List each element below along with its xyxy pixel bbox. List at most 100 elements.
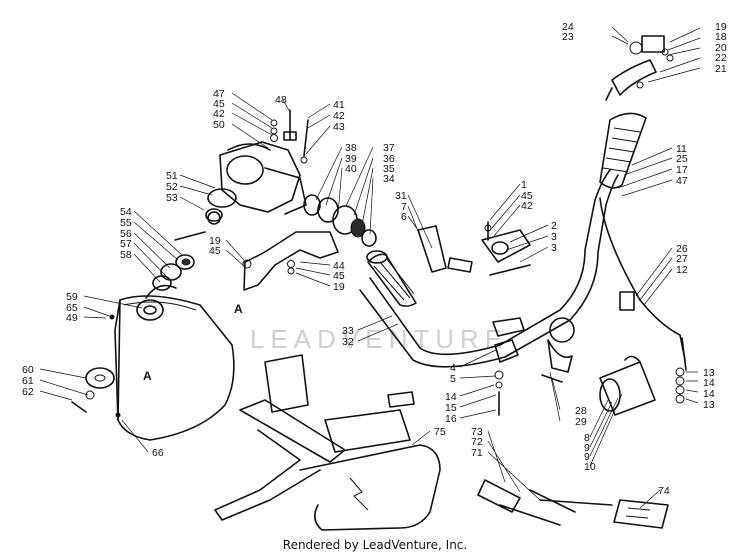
part-label: 24 [562, 21, 574, 33]
part-label: 42 [521, 200, 533, 212]
part-label: 50 [213, 119, 225, 131]
part-label: 47 [676, 175, 688, 187]
footer-credit: Rendered by LeadVenture, Inc. [282, 538, 468, 552]
part-label: 5 [450, 373, 456, 385]
watermark: LEADVENTURE [250, 324, 508, 354]
part-label: 2 [551, 220, 557, 232]
part-label: 29 [575, 416, 587, 428]
clamp-lower [492, 317, 525, 416]
part-label: 28 [575, 405, 587, 417]
part-label: 40 [345, 163, 357, 175]
part-label: 19 [333, 281, 345, 293]
part-label: 45 [521, 190, 533, 202]
part-label: 15 [445, 402, 457, 414]
part-label: 10 [584, 461, 596, 473]
part-label: 1 [521, 179, 527, 191]
part-label: 3 [551, 231, 557, 243]
part-label: 44 [333, 260, 345, 272]
part-label: 47 [213, 88, 225, 100]
part-label: 21 [715, 63, 727, 75]
part-label: 54 [120, 206, 132, 218]
part-label: 43 [333, 121, 345, 133]
part-label: 19 [209, 235, 221, 247]
part-label: 14 [445, 391, 457, 403]
part-label: 27 [676, 253, 688, 265]
part-label: 23 [562, 31, 574, 43]
part-label: 25 [676, 153, 688, 165]
part-label: 14 [703, 377, 715, 389]
part-label: 37 [383, 142, 395, 154]
part-label: 65 [66, 302, 78, 314]
part-label: 48 [275, 94, 287, 106]
part-label: 38 [345, 142, 357, 154]
throttle-grip [599, 35, 674, 189]
part-label: 49 [66, 312, 78, 324]
part-label: 61 [22, 375, 34, 387]
part-label: 12 [676, 264, 688, 276]
part-label: 57 [120, 238, 132, 250]
part-label: 4 [450, 362, 456, 374]
part-label: 59 [66, 291, 78, 303]
part-label: 52 [166, 181, 178, 193]
part-label: 53 [166, 192, 178, 204]
part-label: 18 [715, 31, 727, 43]
part-label: 13 [703, 399, 715, 411]
leader-lines [39, 26, 701, 509]
part-label: 7 [401, 201, 407, 213]
part-label: 19 [715, 21, 727, 33]
part-labels: 24 23 19 18 20 22 21 47 45 42 50 48 41 4… [22, 21, 727, 497]
part-label: 8 [584, 432, 590, 444]
part-label: 42 [213, 108, 225, 120]
tool-kit [477, 479, 669, 529]
part-label: 71 [471, 447, 483, 459]
part-label: 16 [445, 413, 457, 425]
callout-a-upper: A [234, 302, 243, 316]
part-label: 72 [471, 436, 483, 448]
part-label: 55 [120, 217, 132, 229]
housing-fasteners [270, 109, 309, 164]
part-label: 66 [152, 447, 164, 459]
grass-deflector-guard [109, 295, 235, 441]
part-label: 45 [213, 98, 225, 110]
part-label: 9 [584, 442, 590, 454]
part-label: 58 [120, 249, 132, 261]
part-label: 35 [383, 163, 395, 175]
part-label: 73 [471, 426, 483, 438]
part-label: 36 [383, 153, 395, 165]
part-label: 3 [551, 242, 557, 254]
part-label: 45 [209, 245, 221, 257]
part-label: 14 [703, 388, 715, 400]
part-label: 13 [703, 367, 715, 379]
part-label: 22 [715, 52, 727, 64]
part-label: 62 [22, 386, 34, 398]
part-label: 6 [401, 211, 407, 223]
front-grip [366, 250, 417, 307]
mount-bracket [242, 231, 339, 291]
coupling [541, 317, 656, 416]
part-label: 33 [342, 325, 354, 337]
part-label: 74 [658, 485, 670, 497]
blade-disc-group [71, 367, 115, 413]
part-label: 51 [166, 170, 178, 182]
head-housing [205, 141, 307, 222]
part-label: 26 [676, 243, 688, 255]
part-label: 42 [333, 110, 345, 122]
part-label: 34 [383, 173, 395, 185]
part-label: 17 [676, 164, 688, 176]
part-label: 39 [345, 153, 357, 165]
bearing-stack [145, 211, 221, 299]
part-label: 41 [333, 99, 345, 111]
part-label: 45 [333, 270, 345, 282]
handle-clamp [417, 221, 531, 276]
part-label: 9 [584, 451, 590, 463]
part-label: 31 [395, 190, 407, 202]
part-label: 32 [342, 336, 354, 348]
cable-adjuster [619, 291, 687, 404]
part-label: 56 [120, 228, 132, 240]
callout-a-lower: A [143, 369, 152, 383]
part-label: 11 [676, 143, 687, 155]
part-label: 20 [715, 42, 727, 54]
part-label: 60 [22, 364, 34, 376]
clutch-stack [303, 194, 377, 247]
